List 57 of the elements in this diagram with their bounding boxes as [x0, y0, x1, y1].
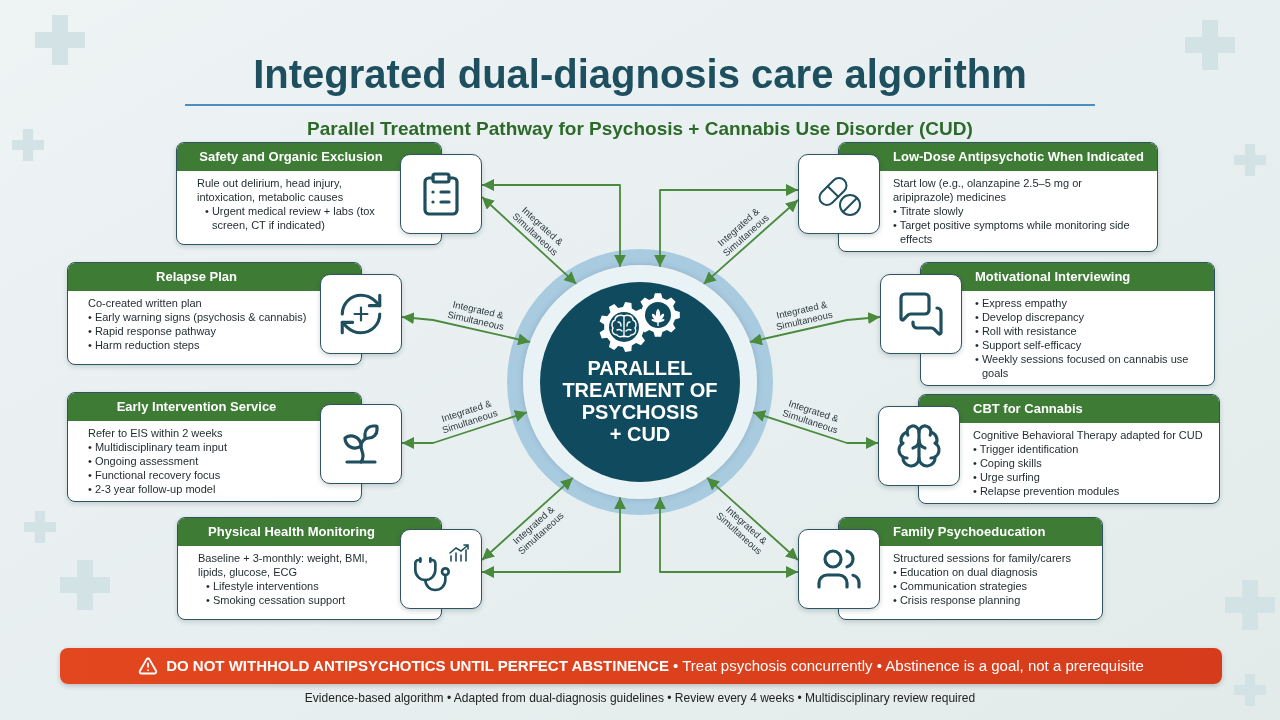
bullet-item: • Urgent medical review + labs (tox screen, CT if indicated) — [205, 204, 376, 232]
footer-note: Evidence-based algorithm • Adapted from dual-diagnosis guidelines • Review every 4 weeks • Multidisciplinary review required — [304, 690, 976, 706]
connector-arrow — [654, 184, 799, 268]
bullet-item: • Rapid response pathway — [88, 324, 216, 338]
connector-arrow — [481, 179, 626, 268]
bullet-item: • Weekly sessions focused on cannabis use goals — [975, 352, 1190, 380]
bullet-item: • Coping skills — [973, 456, 1042, 470]
bullet-item: • Smoking cessation support — [206, 593, 345, 607]
title: Integrated dual-diagnosis care algorithm — [253, 51, 1027, 98]
card-text: Baseline + 3-monthly: weight, BMI, lipids, glucose, ECG — [198, 551, 369, 579]
card-header: Safety and Organic Exclusion — [177, 143, 441, 171]
card-header: Motivational Interviewing — [921, 263, 1214, 291]
card-header: Early Intervention Service — [68, 393, 361, 421]
connector-arrow — [706, 476, 799, 561]
warning-text: DO NOT WITHHOLD ANTIPSYCHOTICS UNTIL PERFECT ABSTINENCE • Treat psychosis concurrently • Abstinence is a goal, not a prerequisite — [166, 657, 1144, 675]
hub-text: PARALLEL TREATMENT OF PSYCHOSIS + CUD — [561, 357, 719, 445]
bullet-item: • Relapse prevention modules — [973, 484, 1120, 498]
card-header: CBT for Cannabis — [919, 395, 1219, 423]
card-text: Start low (e.g., olanzapine 2.5–5 mg or aripiprazole) medicines — [893, 176, 1083, 204]
bullet-item: • Target positive symptoms while monitoring side effects — [893, 218, 1131, 246]
bullet-item: • 2-3 year follow-up model — [88, 482, 216, 496]
connector-arrow — [401, 410, 528, 449]
card-text: Refer to EIS within 2 weeks — [88, 426, 223, 440]
bullet-item: • Early warning signs (psychosis & cannabis) — [88, 310, 307, 324]
connector-arrow — [481, 196, 578, 285]
bullet-item: • Ongoing assessment — [88, 454, 199, 468]
bullet-item: • Roll with resistance — [975, 324, 1077, 338]
subtitle: Parallel Treatment Pathway for Psychosis + Cannabis Use Disorder (CUD) — [307, 118, 973, 140]
warning-banner — [60, 648, 1222, 684]
bullet-item: • Titrate slowly — [893, 204, 964, 218]
bullet-item: • Functional recovery focus — [88, 468, 221, 482]
card-header: Physical Health Monitoring — [178, 518, 441, 546]
card-text: Co-created written plan — [88, 296, 202, 310]
bullet-item: • Express empathy — [975, 296, 1067, 310]
connector-arrow — [401, 312, 531, 346]
bullet-item: • Multidisciplinary team input — [88, 440, 227, 454]
bullet-item: • Education on dual diagnosis — [893, 565, 1038, 579]
connector-arrow — [752, 410, 879, 449]
bullet-item: • Lifestyle interventions — [206, 579, 319, 593]
card-text: Structured sessions for family/carers — [893, 551, 1071, 565]
card-header: Relapse Plan — [68, 263, 361, 291]
connector-arrow — [481, 476, 574, 561]
card-header: Family Psychoeducation — [839, 518, 1102, 546]
bullet-item: • Urge surfing — [973, 470, 1040, 484]
bullet-item: • Support self-efficacy — [975, 338, 1082, 352]
card-header: Low-Dose Antipsychotic When Indicated — [839, 143, 1157, 171]
connector-arrow — [481, 496, 626, 578]
bullet-item: • Communication strategies — [893, 579, 1028, 593]
bullet-item: • Trigger identification — [973, 442, 1079, 456]
connector-arrow — [702, 199, 799, 285]
bullet-item: • Develop discrepancy — [975, 310, 1085, 324]
card-text: Rule out delirium, head injury, intoxication, metabolic causes — [197, 176, 345, 204]
bullet-item: • Harm reduction steps — [88, 338, 200, 352]
connector-arrow — [749, 312, 881, 346]
connector-arrow — [654, 496, 799, 578]
bullet-item: • Crisis response planning — [893, 593, 1021, 607]
card-text: Cognitive Behavioral Therapy adapted for CUD — [973, 428, 1203, 442]
